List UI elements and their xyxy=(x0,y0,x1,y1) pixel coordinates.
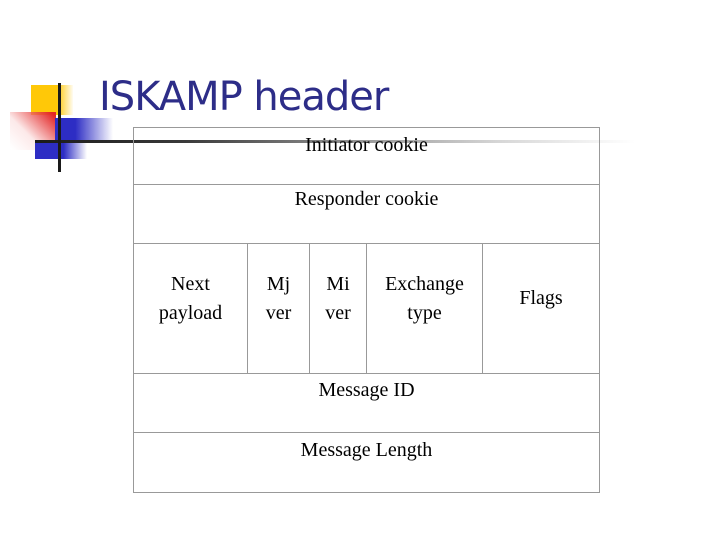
decoration-blue-square-lower xyxy=(35,143,87,159)
cell-mj-ver: Mj ver xyxy=(248,244,310,373)
cell-mi-ver: Mi ver xyxy=(310,244,367,373)
slide-title: ISKAMP header xyxy=(99,74,389,120)
cell-line: Flags xyxy=(519,287,563,309)
decoration-yellow-square xyxy=(31,85,73,115)
table-row-responder-cookie: Responder cookie xyxy=(134,185,599,244)
decoration-vertical-line xyxy=(58,83,61,172)
initiator-cookie-label: Initiator cookie xyxy=(305,134,428,156)
decoration-horizontal-line xyxy=(35,140,635,143)
table-row-fields: Next payload Mj ver Mi ver Exchange type… xyxy=(134,244,599,374)
isakmp-header-table: Initiator cookie Responder cookie Next p… xyxy=(133,127,600,493)
cell-line: Mi xyxy=(326,273,350,295)
cell-line: type xyxy=(407,302,442,324)
cell-exchange-type: Exchange type xyxy=(367,244,483,373)
table-row-initiator-cookie: Initiator cookie xyxy=(134,128,599,185)
cell-line: ver xyxy=(325,302,351,324)
table-row-message-id: Message ID xyxy=(134,374,599,433)
cell-next-payload: Next payload xyxy=(134,244,248,373)
responder-cookie-label: Responder cookie xyxy=(294,188,439,210)
cell-line: payload xyxy=(158,302,223,324)
message-id-label: Message ID xyxy=(318,379,415,401)
cell-line: Mj xyxy=(266,273,291,295)
decoration-blue-square xyxy=(55,118,113,143)
cell-flags: Flags xyxy=(483,244,599,373)
cell-line: Exchange xyxy=(385,273,464,295)
cell-line: ver xyxy=(265,302,292,324)
cell-line: Next xyxy=(171,273,210,295)
table-row-message-length: Message Length xyxy=(134,433,599,492)
message-length-label: Message Length xyxy=(300,439,433,461)
